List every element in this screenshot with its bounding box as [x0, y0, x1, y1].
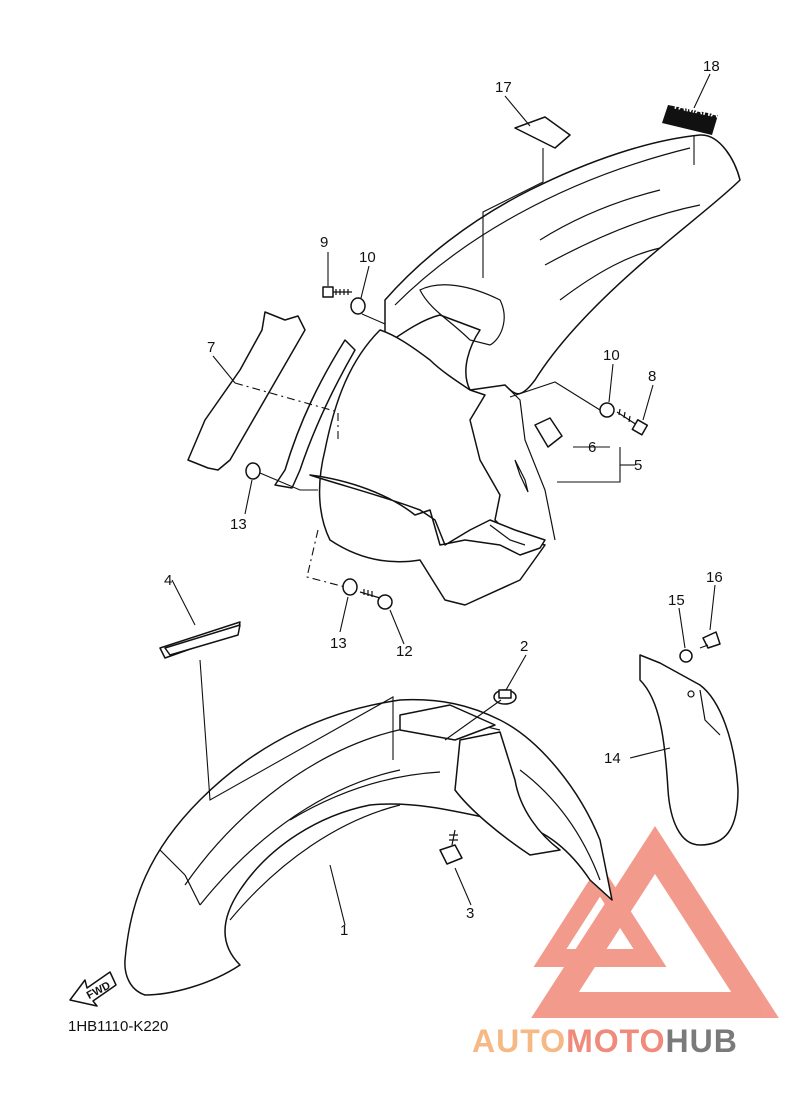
callout-18: 18: [703, 58, 720, 75]
leader-lines: [171, 73, 716, 926]
callout-labels: 18 17 9 10 7 10 8 6 5 13 4 13 12 16 15 2…: [164, 58, 723, 939]
callout-15: 15: [668, 592, 685, 609]
callout-6: 6: [588, 439, 596, 456]
washer-12: [342, 578, 358, 596]
fork-guard: [639, 654, 739, 846]
callout-8: 8: [648, 368, 656, 385]
fwd-arrow: FWD: [69, 971, 117, 1007]
callout-3: 3: [466, 905, 474, 922]
callout-7: 7: [207, 339, 215, 356]
callout-16: 16: [706, 569, 723, 586]
watermark-logo: [531, 826, 779, 1018]
decal-4: [159, 621, 241, 659]
collar-10-right: [599, 402, 615, 418]
rear-fender: [309, 134, 741, 606]
bolt-11: [359, 589, 393, 610]
callout-2: 2: [520, 638, 528, 655]
collar-2: [493, 689, 517, 705]
bolt-8: [616, 408, 649, 436]
bolt-3: [439, 829, 463, 865]
front-fender: [124, 698, 613, 996]
bolt-9: [322, 286, 352, 298]
callout-13: 13: [230, 516, 247, 533]
decal-17: [514, 116, 571, 149]
svg-text:FWD: FWD: [85, 980, 113, 1002]
callout-9: 9: [320, 234, 328, 251]
side-cover-panel: [187, 311, 306, 471]
collar-10-upper: [350, 297, 366, 315]
callout-10-right: 10: [603, 347, 620, 364]
callout-12: 13: [330, 635, 347, 652]
decal-18: YAMAHA: [662, 99, 720, 135]
callout-4: 4: [164, 572, 172, 589]
washer-15: [679, 649, 693, 663]
screw-16: [699, 631, 721, 649]
inner-guard: [274, 339, 356, 489]
watermark-text: AUTOMOTOHUB: [472, 1023, 738, 1059]
callout-5: 5: [634, 457, 642, 474]
bracket: [534, 417, 563, 448]
callout-10-upper: 10: [359, 249, 376, 266]
washer-13: [245, 462, 261, 480]
callout-11: 12: [396, 643, 413, 660]
callout-14: 14: [604, 750, 621, 767]
callout-1: 1: [340, 922, 348, 939]
callout-17: 17: [495, 79, 512, 96]
diagram-code: 1HB1110-K220: [68, 1018, 168, 1035]
